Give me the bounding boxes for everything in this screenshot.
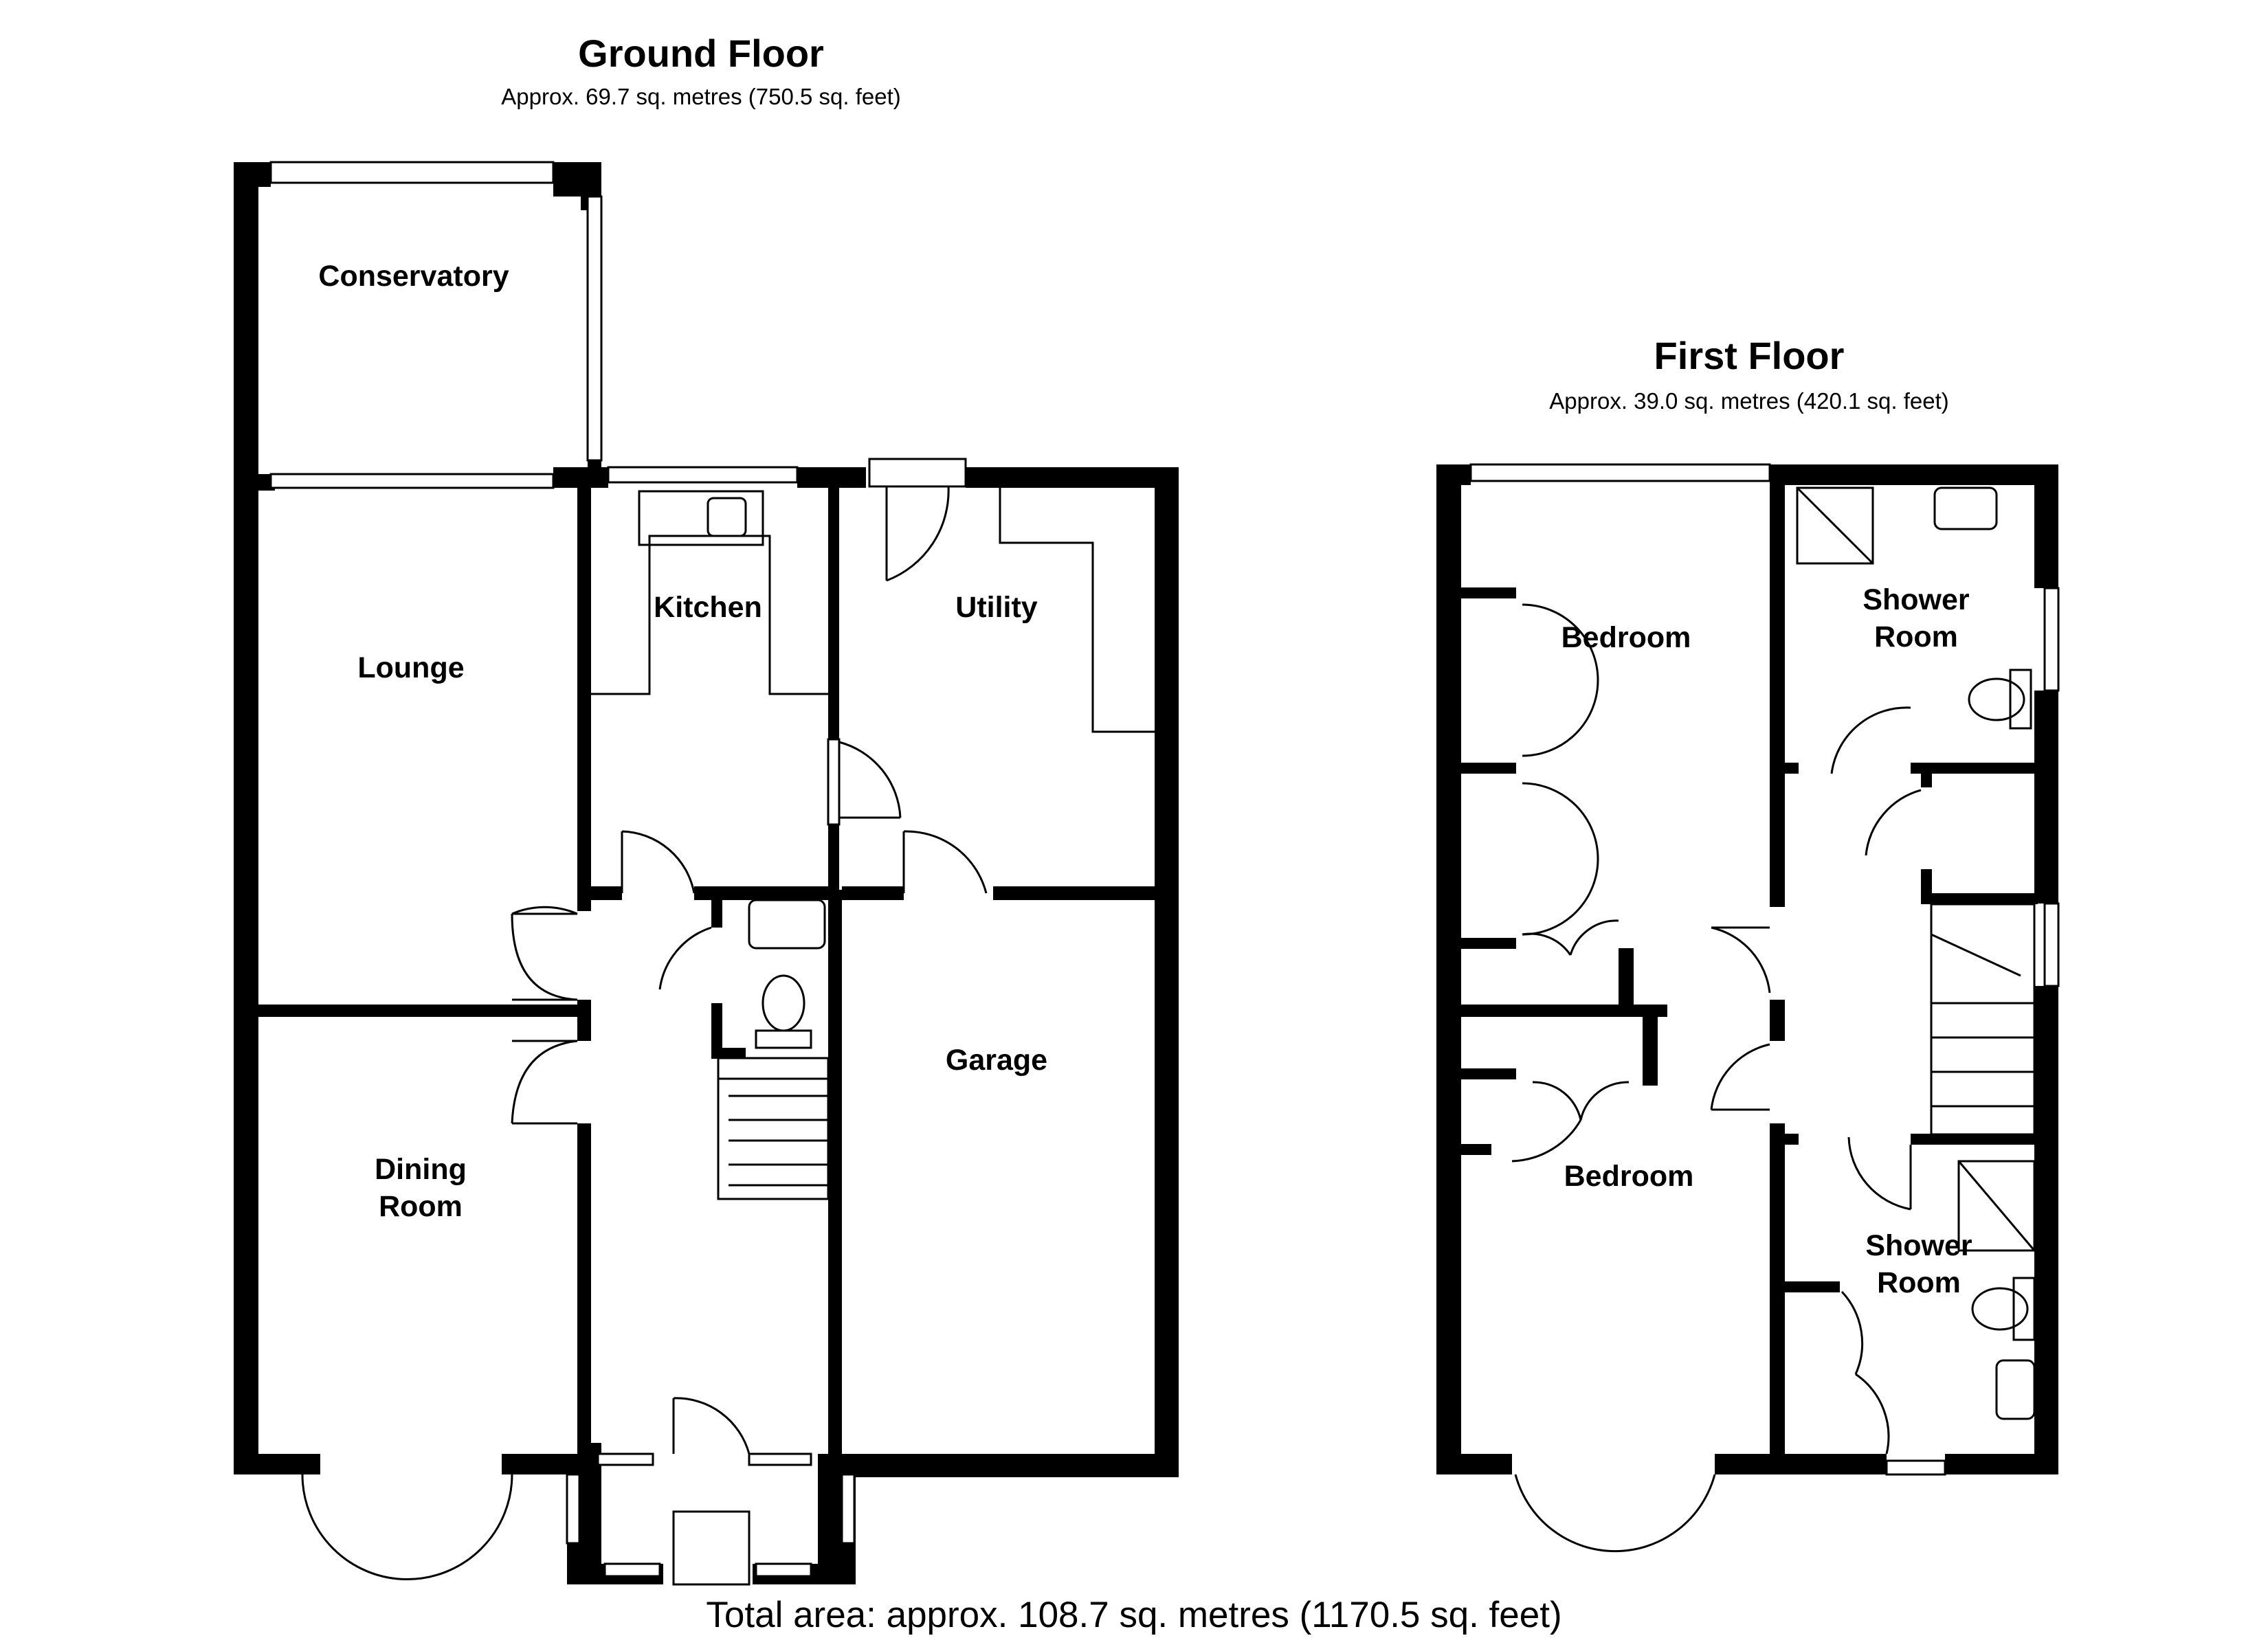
room-label-shower-2-line2: Room	[1877, 1266, 1961, 1299]
room-label-dining-room: Dining Room	[375, 1151, 467, 1225]
first-floor-area: Approx. 39.0 sq. metres (420.1 sq. feet)	[1549, 388, 1949, 414]
room-label-bedroom-1: Bedroom	[1561, 621, 1691, 654]
room-label-garage: Garage	[945, 1044, 1048, 1077]
room-label-bedroom-2: Bedroom	[1564, 1160, 1694, 1193]
room-label-conservatory: Conservatory	[318, 260, 509, 293]
room-label-dining-line1: Dining	[375, 1153, 467, 1186]
room-label-shower-2-line1: Shower	[1865, 1229, 1972, 1262]
ground-floor-area: Approx. 69.7 sq. metres (750.5 sq. feet)	[501, 84, 901, 109]
room-label-lounge: Lounge	[357, 651, 465, 684]
room-label-utility: Utility	[955, 591, 1038, 624]
room-label-shower-1-line1: Shower	[1863, 583, 1970, 616]
ground-floor-title: Ground Floor	[578, 32, 824, 75]
first-floor-title: First Floor	[1654, 334, 1845, 377]
room-label-shower-1-line2: Room	[1874, 620, 1958, 653]
room-label-kitchen: Kitchen	[654, 591, 762, 624]
room-label-shower-room-1: Shower Room	[1863, 581, 1969, 655]
room-label-dining-line2: Room	[379, 1190, 463, 1223]
total-area: Total area: approx. 108.7 sq. metres (11…	[706, 1595, 1562, 1635]
room-label-shower-room-2: Shower Room	[1865, 1227, 1972, 1301]
